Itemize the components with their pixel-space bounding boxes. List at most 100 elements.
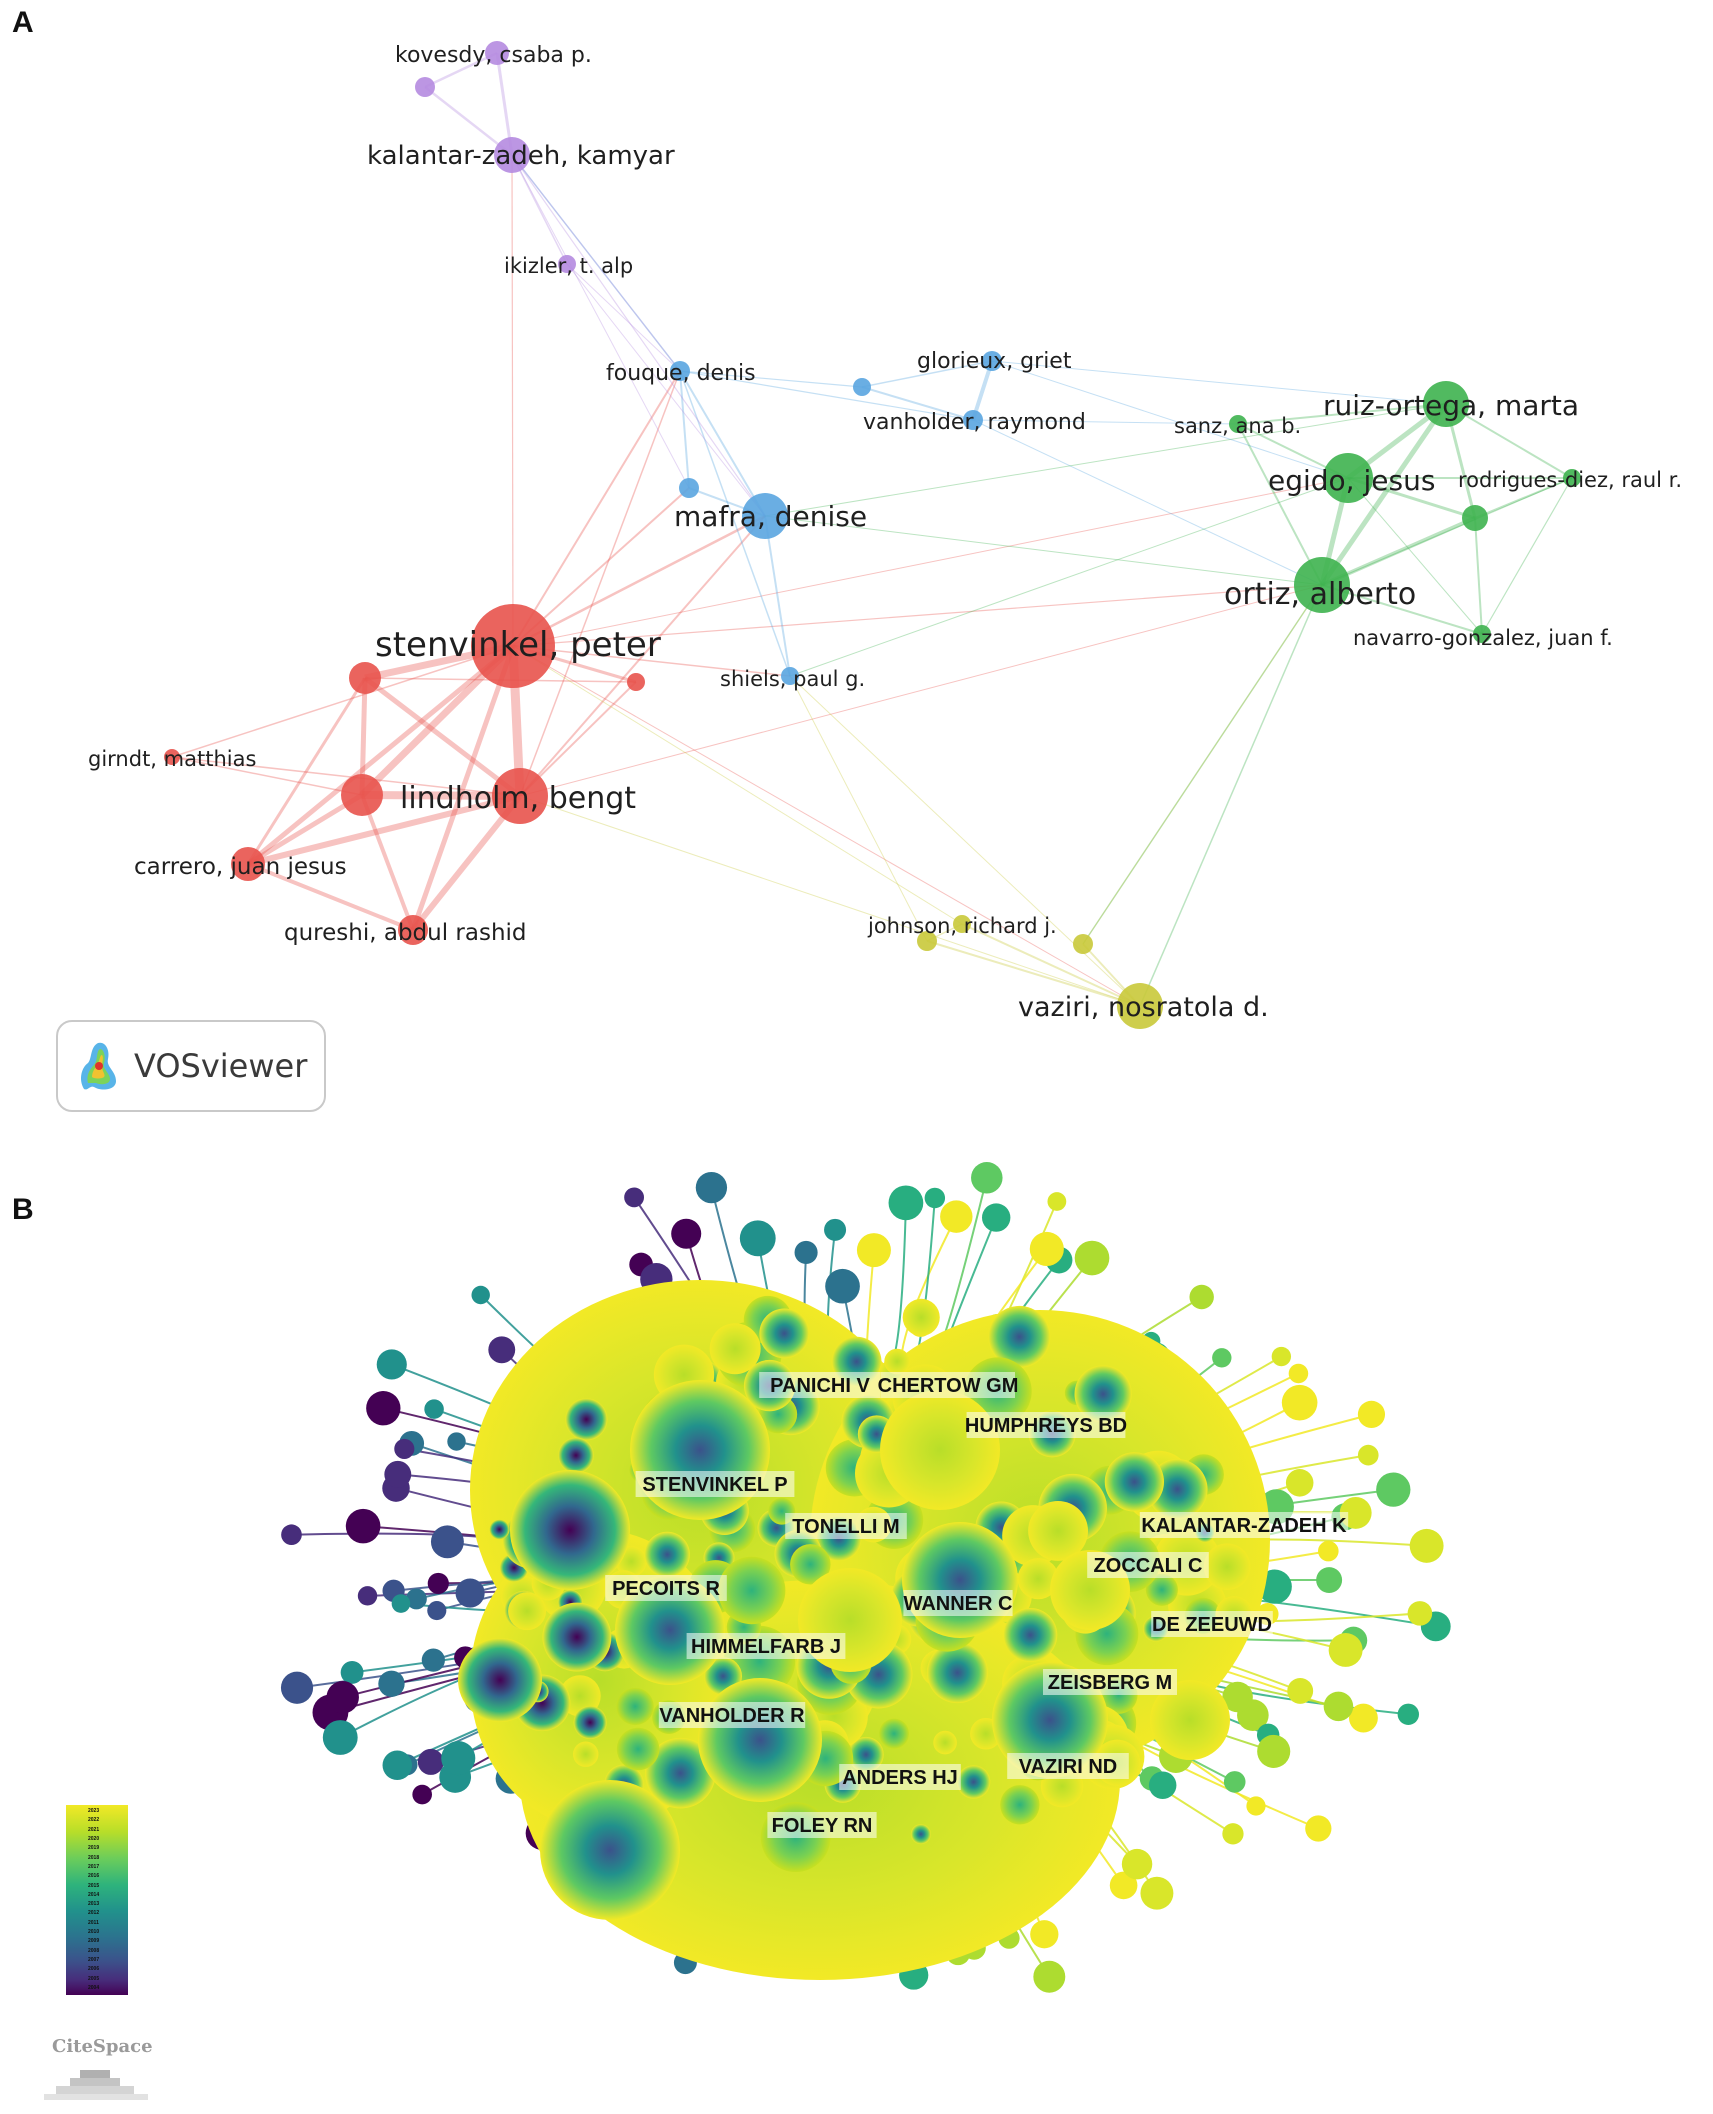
author-node-vaziri[interactable] bbox=[1117, 983, 1163, 1029]
cited-author-node[interactable] bbox=[441, 1741, 476, 1776]
author-node-fouque[interactable] bbox=[670, 361, 690, 381]
cited-author-node[interactable] bbox=[940, 1200, 973, 1233]
cited-author-node[interactable] bbox=[926, 1642, 988, 1704]
cited-author-node[interactable] bbox=[280, 1671, 314, 1704]
cited-author-node[interactable] bbox=[910, 1824, 931, 1845]
cited-author-node[interactable] bbox=[856, 1233, 891, 1268]
cited-author-node[interactable] bbox=[378, 1670, 405, 1697]
cited-author-node[interactable] bbox=[616, 1687, 654, 1726]
hub-author-node[interactable] bbox=[540, 1780, 680, 1920]
cited-author-node[interactable] bbox=[572, 1741, 599, 1767]
cited-author-node[interactable] bbox=[759, 1308, 810, 1359]
cited-author-node[interactable] bbox=[1407, 1601, 1433, 1626]
cited-author-node[interactable] bbox=[1121, 1848, 1153, 1880]
cited-author-node[interactable] bbox=[384, 1460, 412, 1488]
author-node-egido[interactable] bbox=[1323, 453, 1373, 503]
author-node-sanz[interactable] bbox=[1229, 415, 1247, 433]
cited-author-node[interactable] bbox=[709, 1323, 761, 1375]
cited-author-node[interactable] bbox=[382, 1750, 413, 1781]
cited-author-node[interactable] bbox=[281, 1524, 302, 1546]
cited-author-node[interactable] bbox=[1003, 1608, 1058, 1662]
cited-author-node[interactable] bbox=[1357, 1400, 1386, 1428]
cited-author-node[interactable] bbox=[971, 1161, 1003, 1194]
cited-author-node[interactable] bbox=[1409, 1528, 1444, 1563]
cited-author-node[interactable] bbox=[824, 1218, 847, 1241]
cited-author-node[interactable] bbox=[405, 1588, 427, 1610]
cited-author-node[interactable] bbox=[956, 1765, 991, 1799]
cited-author-node[interactable] bbox=[455, 1578, 485, 1608]
cited-author-node[interactable] bbox=[1323, 1691, 1354, 1722]
author-node-shiels[interactable] bbox=[781, 667, 799, 685]
hub-author-node[interactable] bbox=[510, 1470, 630, 1590]
cited-author-node[interactable] bbox=[417, 1748, 444, 1775]
cited-author-node[interactable] bbox=[1397, 1703, 1420, 1725]
author-node-blue6[interactable] bbox=[853, 378, 871, 396]
cited-author-node[interactable] bbox=[489, 1519, 510, 1540]
cited-author-node[interactable] bbox=[565, 1398, 608, 1441]
author-node-yellow3[interactable] bbox=[917, 931, 937, 951]
author-node-glorieux[interactable] bbox=[982, 351, 1002, 371]
cited-author-node[interactable] bbox=[1376, 1472, 1411, 1507]
cited-author-node[interactable] bbox=[848, 1736, 884, 1773]
cited-author-node[interactable] bbox=[988, 1305, 1051, 1368]
cited-author-node[interactable] bbox=[1000, 1785, 1040, 1825]
cited-author-node[interactable] bbox=[391, 1594, 411, 1613]
cited-author-node[interactable] bbox=[1316, 1567, 1343, 1594]
cited-author-node[interactable] bbox=[644, 1531, 690, 1578]
author-node-vanholder[interactable] bbox=[963, 410, 983, 430]
cited-author-node[interactable] bbox=[825, 1268, 860, 1304]
cited-author-node[interactable] bbox=[1357, 1444, 1379, 1466]
cited-author-node[interactable] bbox=[717, 1556, 786, 1625]
author-node-red7[interactable] bbox=[341, 774, 383, 816]
cited-author-node[interactable] bbox=[1246, 1796, 1266, 1816]
author-node-kovesdy[interactable] bbox=[485, 41, 509, 65]
cited-author-node[interactable] bbox=[412, 1784, 432, 1805]
cited-author-node[interactable] bbox=[340, 1661, 364, 1684]
cited-author-node[interactable] bbox=[1257, 1734, 1291, 1768]
cited-author-node[interactable] bbox=[558, 1437, 594, 1474]
cited-author-node[interactable] bbox=[447, 1432, 466, 1451]
cited-author-node[interactable] bbox=[573, 1705, 607, 1740]
cited-author-node[interactable] bbox=[1140, 1876, 1174, 1910]
cited-author-node[interactable] bbox=[1028, 1500, 1089, 1561]
author-node-navarro[interactable] bbox=[1473, 625, 1491, 643]
cited-author-node[interactable] bbox=[924, 1187, 946, 1209]
cited-author-node[interactable] bbox=[739, 1220, 776, 1257]
cited-author-node[interactable] bbox=[902, 1298, 940, 1336]
author-node-lindholm[interactable] bbox=[492, 768, 548, 824]
hub-author-node[interactable] bbox=[880, 1390, 1000, 1510]
author-node-red8[interactable] bbox=[627, 673, 645, 691]
cited-author-node[interactable] bbox=[1104, 1452, 1164, 1512]
cited-author-node[interactable] bbox=[326, 1681, 359, 1714]
cited-author-node[interactable] bbox=[376, 1349, 407, 1380]
cited-author-node[interactable] bbox=[1318, 1540, 1339, 1562]
cited-author-node[interactable] bbox=[357, 1586, 378, 1606]
author-node-ikizler[interactable] bbox=[558, 255, 576, 273]
cited-author-node[interactable] bbox=[1287, 1678, 1314, 1704]
author-node-stenvinkel[interactable] bbox=[471, 604, 555, 688]
cited-author-node[interactable] bbox=[427, 1572, 449, 1594]
cited-author-node[interactable] bbox=[1074, 1365, 1132, 1423]
cited-author-node[interactable] bbox=[1203, 1543, 1251, 1591]
cited-author-node[interactable] bbox=[1212, 1348, 1232, 1368]
author-node-green7[interactable] bbox=[1462, 505, 1488, 531]
author-node-ruiz[interactable] bbox=[1423, 381, 1469, 427]
cited-author-node[interactable] bbox=[879, 1718, 910, 1749]
hub-author-node[interactable] bbox=[698, 1678, 822, 1802]
cited-author-node[interactable] bbox=[542, 1602, 612, 1672]
cited-author-node[interactable] bbox=[790, 1544, 831, 1585]
cited-author-node[interactable] bbox=[1281, 1384, 1318, 1421]
hub-author-node[interactable] bbox=[458, 1638, 542, 1722]
cited-author-node[interactable] bbox=[1305, 1815, 1332, 1842]
cited-author-node[interactable] bbox=[645, 1737, 716, 1809]
hub-author-node[interactable] bbox=[902, 1522, 1018, 1638]
cited-author-node[interactable] bbox=[1033, 1960, 1066, 1993]
author-node-red6[interactable] bbox=[349, 662, 381, 694]
author-node-qureshi[interactable] bbox=[398, 915, 428, 945]
author-node-johnson[interactable] bbox=[953, 915, 971, 933]
cited-author-node[interactable] bbox=[671, 1218, 702, 1249]
cited-author-node[interactable] bbox=[1189, 1284, 1214, 1310]
cited-author-node[interactable] bbox=[1148, 1771, 1177, 1800]
cited-author-node[interactable] bbox=[1222, 1823, 1244, 1845]
hub-author-node[interactable] bbox=[630, 1380, 770, 1520]
